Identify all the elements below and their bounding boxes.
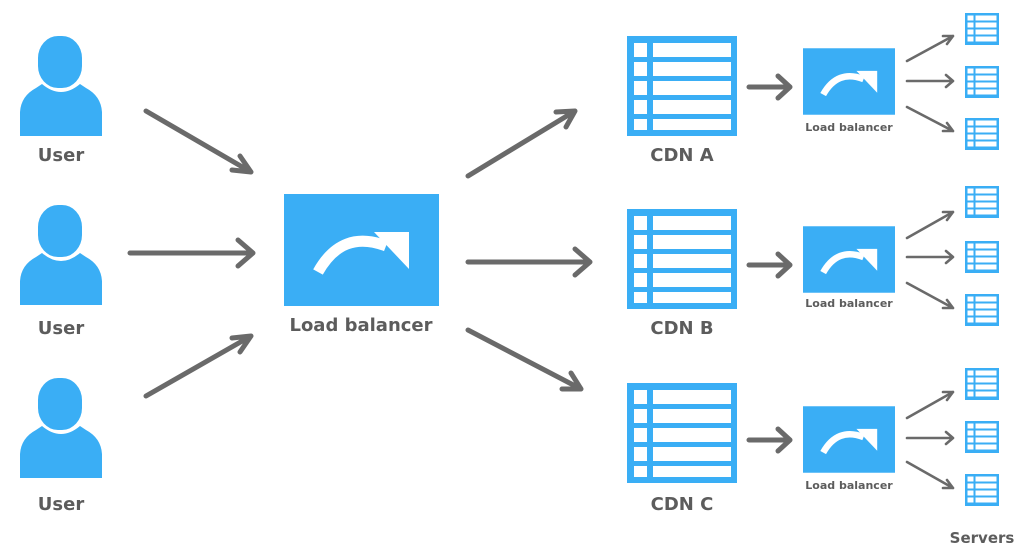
server-icon bbox=[965, 66, 999, 98]
server-icon bbox=[965, 294, 999, 326]
arrow-user2-to-balancer bbox=[127, 237, 256, 269]
user-node-1: User bbox=[20, 36, 102, 166]
cdn-icon bbox=[627, 209, 737, 309]
server-group-a bbox=[965, 13, 999, 150]
server-icon bbox=[965, 13, 999, 45]
user-node-2: User bbox=[20, 205, 102, 339]
cdn-label: CDN A bbox=[650, 145, 713, 166]
server-icon bbox=[965, 241, 999, 273]
server-arrows-b bbox=[905, 210, 955, 310]
cdn-b-load-balancer: Load balancer bbox=[803, 226, 895, 310]
arrow-cdn-a-to-balancer bbox=[746, 73, 793, 101]
load-balancer-icon bbox=[803, 226, 895, 292]
load-balancer-icon bbox=[803, 48, 895, 114]
user-label: User bbox=[38, 318, 85, 339]
load-balancer-icon bbox=[803, 406, 895, 472]
arrow-balancer-to-cdn-b bbox=[465, 246, 593, 278]
cdn-label: CDN B bbox=[650, 318, 713, 339]
server-arrows-c bbox=[905, 390, 955, 490]
server-group-c bbox=[965, 368, 999, 506]
main-load-balancer-label: Load balancer bbox=[289, 315, 432, 336]
server-icon bbox=[965, 118, 999, 150]
cdn-icon bbox=[627, 383, 737, 483]
server-arrows-a bbox=[905, 34, 955, 133]
cdn-balancer-label: Load balancer bbox=[805, 479, 893, 492]
arrow-user3-to-balancer bbox=[143, 333, 254, 399]
server-icon bbox=[965, 368, 999, 400]
main-load-balancer: Load balancer bbox=[284, 194, 439, 336]
server-icon bbox=[965, 186, 999, 218]
cdn-node-a: CDN A bbox=[627, 36, 737, 166]
cdn-balancer-label: Load balancer bbox=[805, 297, 893, 310]
load-balancer-icon bbox=[284, 194, 439, 306]
cdn-label: CDN C bbox=[651, 494, 714, 515]
server-icon bbox=[965, 474, 999, 506]
cdn-a-load-balancer: Load balancer bbox=[803, 48, 895, 134]
arrow-cdn-b-to-balancer bbox=[746, 251, 793, 279]
cdn-balancer-label: Load balancer bbox=[805, 121, 893, 134]
cdn-icon bbox=[627, 36, 737, 136]
user-icon bbox=[20, 36, 102, 136]
cdn-node-c: CDN C bbox=[627, 383, 737, 515]
user-icon bbox=[20, 378, 102, 478]
servers-label: Servers bbox=[950, 529, 1015, 547]
user-node-3: User bbox=[20, 378, 102, 515]
server-icon bbox=[965, 421, 999, 453]
arrow-balancer-to-cdn-c bbox=[465, 327, 584, 392]
arrow-balancer-to-cdn-a bbox=[465, 108, 578, 179]
cdn-c-load-balancer: Load balancer bbox=[803, 406, 895, 492]
arrow-cdn-c-to-balancer bbox=[746, 426, 793, 454]
user-label: User bbox=[38, 145, 85, 166]
cdn-node-b: CDN B bbox=[627, 209, 737, 339]
user-icon bbox=[20, 205, 102, 305]
user-label: User bbox=[38, 494, 85, 515]
server-group-b bbox=[965, 186, 999, 326]
arrow-user1-to-balancer bbox=[143, 108, 254, 175]
